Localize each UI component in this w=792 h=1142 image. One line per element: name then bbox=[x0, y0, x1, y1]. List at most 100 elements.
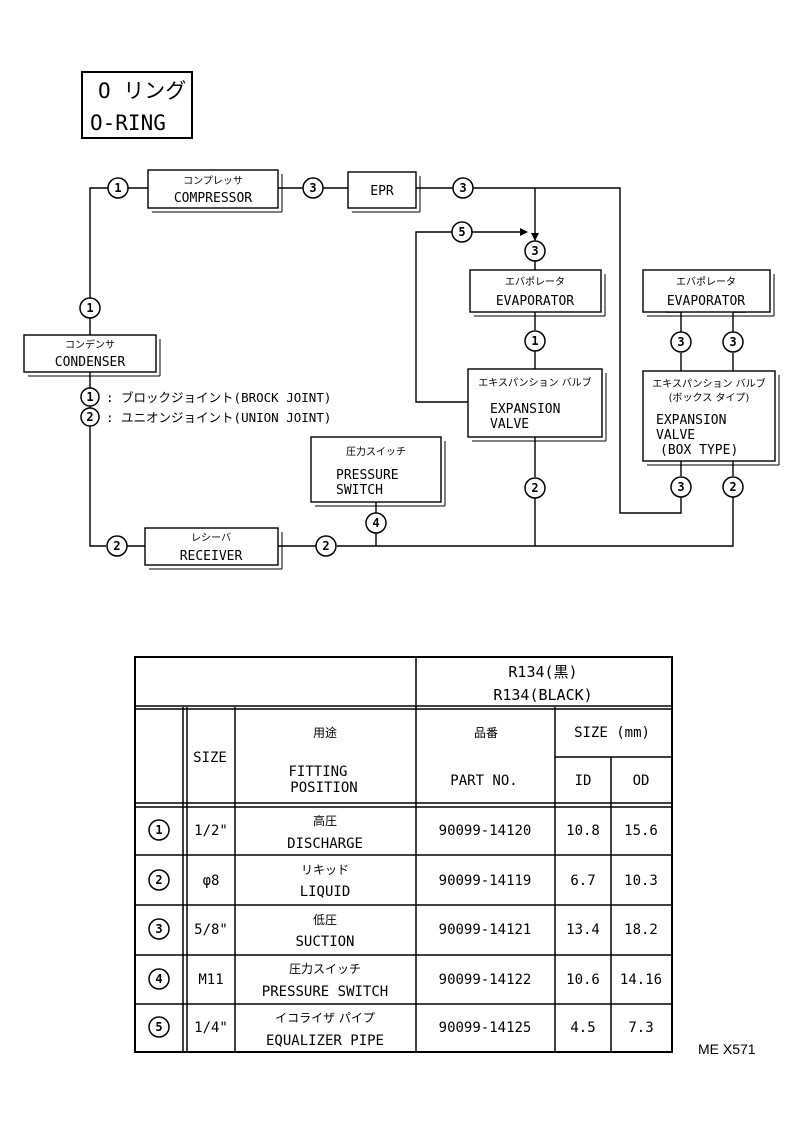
expansion-valve-2-label-jp: エキスパンション バルブ bbox=[652, 377, 765, 390]
row-fitting: EQUALIZER PIPE bbox=[266, 1033, 384, 1049]
row-part-no: 90099-14125 bbox=[439, 1020, 532, 1036]
joint-marker: 4 bbox=[365, 512, 387, 534]
expansion-valve-box-1: エキスパンション バルブ EXPANSION VALVE bbox=[467, 368, 607, 442]
row-od: 18.2 bbox=[624, 922, 658, 938]
compressor-label-jp: コンプレッサ bbox=[183, 175, 243, 187]
expansion-valve-2-label-2: VALVE bbox=[656, 428, 695, 443]
row-fitting-jp: イコライザ パイプ bbox=[275, 1011, 375, 1025]
joint-marker: 2 bbox=[106, 535, 128, 557]
joint-marker: 1 bbox=[107, 177, 129, 199]
joint-marker: 5 bbox=[451, 221, 473, 243]
joint-marker: 2 bbox=[524, 477, 546, 499]
row-fitting: LIQUID bbox=[300, 884, 351, 900]
header-od: OD bbox=[633, 773, 650, 789]
evaporator-2-label: EVAPORATOR bbox=[667, 294, 745, 309]
joint-marker: 2 bbox=[722, 476, 744, 498]
receiver-label: RECEIVER bbox=[180, 549, 243, 564]
svg-text:1: 1 bbox=[531, 334, 538, 348]
row-num: 2 bbox=[155, 873, 162, 887]
expansion-valve-2-label: EXPANSION bbox=[656, 413, 726, 428]
epr-label: EPR bbox=[370, 184, 394, 199]
svg-text:2: 2 bbox=[113, 539, 120, 553]
svg-text:3: 3 bbox=[729, 335, 736, 349]
title-en: O-RING bbox=[90, 111, 166, 135]
header-position: POSITION bbox=[290, 780, 357, 796]
row-num: 1 bbox=[155, 823, 162, 837]
header-fitting: FITTING bbox=[288, 764, 347, 780]
pipe-lines bbox=[89, 187, 746, 547]
row-od: 14.16 bbox=[620, 972, 662, 988]
row-part-no: 90099-14119 bbox=[439, 873, 532, 889]
svg-text:2: 2 bbox=[531, 481, 538, 495]
row-od: 7.3 bbox=[628, 1020, 653, 1036]
header-part-jp: 品番 bbox=[474, 726, 498, 740]
legend-item: 1 : ブロックジョイント(BROCK JOINT) bbox=[80, 387, 331, 407]
pressure-switch-box: 圧力スイッチ PRESSURE SWITCH bbox=[310, 436, 446, 507]
row-num: 3 bbox=[155, 922, 162, 936]
row-size: φ8 bbox=[203, 873, 220, 889]
svg-text:2: 2 bbox=[729, 480, 736, 494]
figure-code: ME X571 bbox=[698, 1041, 756, 1057]
legend-text: : ユニオンジョイント(UNION JOINT) bbox=[106, 410, 331, 425]
epr-box: EPR bbox=[347, 171, 421, 213]
condenser-label: CONDENSER bbox=[55, 355, 126, 370]
legend-num: 1 bbox=[86, 390, 93, 404]
refrigerant-label: R134(BLACK) bbox=[493, 686, 592, 704]
receiver-box: レシーバ RECEIVER bbox=[144, 527, 283, 570]
condenser-box: コンデンサ CONDENSER bbox=[23, 334, 161, 377]
row-id: 13.4 bbox=[566, 922, 600, 938]
evaporator-box-1: エバポレータ EVAPORATOR bbox=[469, 269, 606, 317]
header-size-mm: SIZE (mm) bbox=[574, 725, 650, 741]
title-box: O リング O-RING bbox=[81, 71, 193, 139]
legend-item: 2 : ユニオンジョイント(UNION JOINT) bbox=[80, 407, 331, 427]
legend: 1 : ブロックジョイント(BROCK JOINT) 2 : ユニオンジョイント… bbox=[80, 387, 331, 427]
row-id: 6.7 bbox=[570, 873, 595, 889]
row-fitting-jp: 圧力スイッチ bbox=[289, 962, 361, 976]
row-id: 10.6 bbox=[566, 972, 600, 988]
legend-text: : ブロックジョイント(BROCK JOINT) bbox=[106, 390, 331, 405]
joint-marker: 3 bbox=[452, 177, 474, 199]
evaporator-box-2: エバポレータ EVAPORATOR bbox=[642, 269, 775, 317]
row-fitting: DISCHARGE bbox=[287, 836, 363, 852]
compressor-box: コンプレッサ COMPRESSOR bbox=[147, 169, 283, 213]
table-row: 5 1/4" イコライザ パイプ EQUALIZER PIPE 90099-14… bbox=[148, 1011, 654, 1049]
row-part-no: 90099-14121 bbox=[439, 922, 532, 938]
header-size: SIZE bbox=[193, 750, 227, 766]
svg-text:1: 1 bbox=[86, 301, 93, 315]
header-fitting-jp: 用途 bbox=[313, 725, 337, 740]
svg-text:3: 3 bbox=[677, 480, 684, 494]
legend-num: 2 bbox=[86, 410, 93, 424]
joint-marker: 3 bbox=[722, 331, 744, 353]
pressure-switch-label-2: SWITCH bbox=[336, 483, 383, 498]
svg-text:3: 3 bbox=[459, 181, 466, 195]
condenser-label-jp: コンデンサ bbox=[65, 338, 115, 351]
evaporator-1-label: EVAPORATOR bbox=[496, 294, 574, 309]
row-od: 15.6 bbox=[624, 823, 658, 839]
row-size: 5/8" bbox=[194, 922, 228, 938]
expansion-valve-2-type-jp: (ボックス タイプ) bbox=[669, 392, 750, 404]
expansion-valve-1-label-jp: エキスパンション バルブ bbox=[478, 376, 591, 389]
parts-table: R134(黒) R134(BLACK) SIZE 用途 FITTING POSI… bbox=[134, 656, 673, 1053]
row-fitting-jp: 低圧 bbox=[313, 913, 337, 927]
title-jp: O リング bbox=[98, 79, 186, 103]
svg-text:1: 1 bbox=[114, 181, 121, 195]
expansion-valve-1-label-2: VALVE bbox=[490, 417, 529, 432]
header-id: ID bbox=[575, 773, 592, 789]
joint-marker: 3 bbox=[302, 177, 324, 199]
svg-text:3: 3 bbox=[677, 335, 684, 349]
compressor-label: COMPRESSOR bbox=[174, 191, 252, 206]
row-part-no: 90099-14122 bbox=[439, 972, 532, 988]
svg-text:4: 4 bbox=[372, 516, 379, 530]
svg-text:5: 5 bbox=[458, 225, 465, 239]
header-part-no: PART NO. bbox=[450, 773, 517, 789]
refrigerant-label-jp: R134(黒) bbox=[508, 663, 577, 681]
evaporator-1-label-jp: エバポレータ bbox=[505, 276, 565, 288]
row-num: 5 bbox=[155, 1020, 162, 1034]
row-od: 10.3 bbox=[624, 873, 658, 889]
joint-marker: 3 bbox=[670, 476, 692, 498]
svg-text:3: 3 bbox=[531, 244, 538, 258]
row-fitting: SUCTION bbox=[295, 934, 354, 950]
evaporator-2-label-jp: エバポレータ bbox=[676, 276, 736, 288]
row-fitting-jp: 高圧 bbox=[313, 813, 337, 828]
